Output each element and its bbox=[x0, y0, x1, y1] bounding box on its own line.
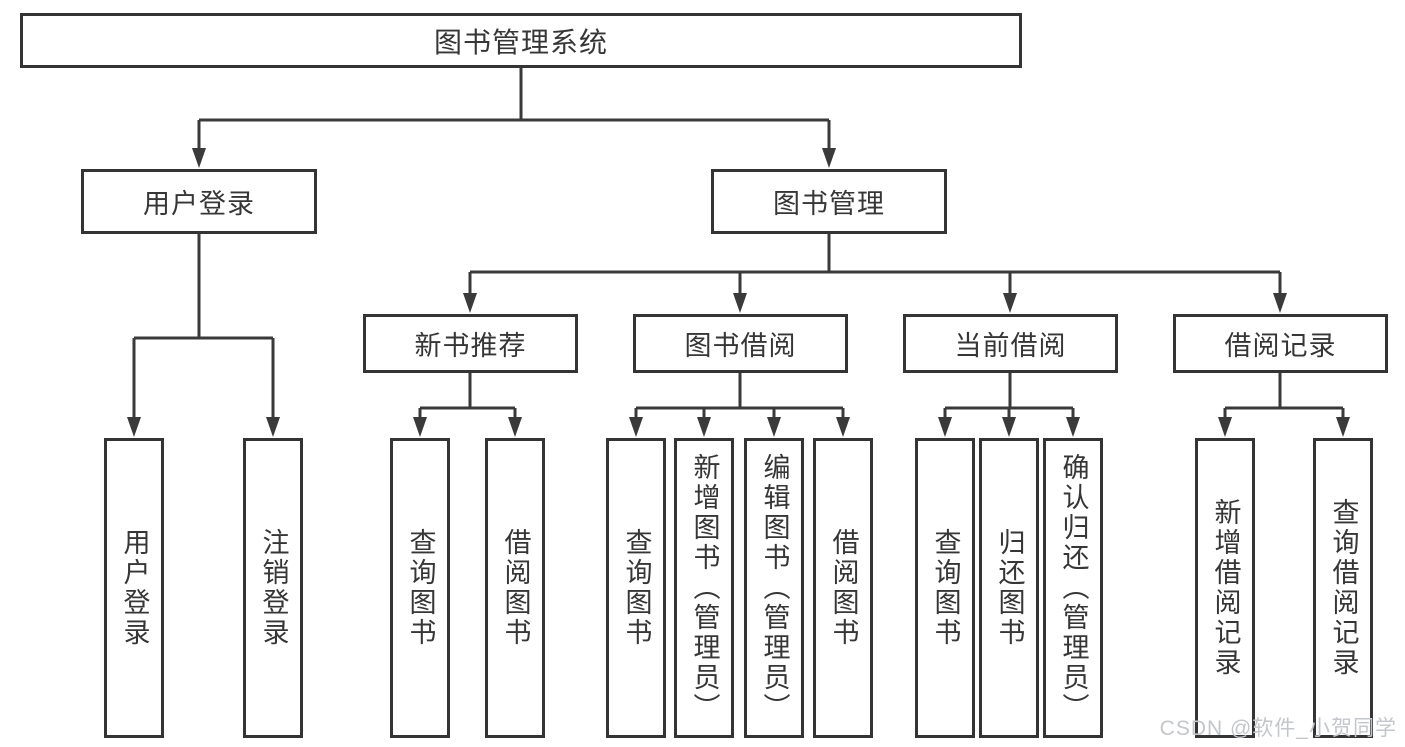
arrow-down-icon bbox=[836, 417, 850, 437]
leaf-user-login-label: 用户登录 bbox=[119, 528, 150, 648]
node-book-borrowing: 图书借阅 bbox=[633, 314, 848, 373]
arrow-down-icon bbox=[1066, 417, 1080, 437]
leaf-br-query-record-label: 查询借阅记录 bbox=[1328, 498, 1359, 678]
leaf-cb-confirm-return-admin: 确认归还（管理员） bbox=[1043, 438, 1103, 738]
arrow-down-icon bbox=[1002, 417, 1016, 437]
arrow-down-icon bbox=[938, 417, 952, 437]
leaf-bb-borrow-books-label: 借阅图书 bbox=[828, 528, 859, 648]
arrow-down-icon bbox=[508, 417, 522, 437]
node-current-borrowing-label: 当前借阅 bbox=[954, 331, 1067, 361]
leaf-user-login: 用户登录 bbox=[104, 438, 164, 738]
leaf-cb-return-books-label: 归还图书 bbox=[994, 528, 1025, 648]
arrow-down-icon bbox=[1218, 417, 1232, 437]
node-book-management: 图书管理 bbox=[711, 169, 947, 234]
leaf-cb-return-books: 归还图书 bbox=[979, 438, 1039, 738]
leaf-bb-add-books-admin: 新增图书（管理员） bbox=[674, 438, 734, 738]
arrow-down-icon bbox=[463, 293, 477, 313]
arrow-down-icon bbox=[629, 417, 643, 437]
leaf-nbr-query-books: 查询图书 bbox=[390, 438, 450, 738]
leaf-nbr-borrow-books-label: 借阅图书 bbox=[500, 528, 531, 648]
leaf-cb-confirm-return-admin-label: 确认归还（管理员） bbox=[1058, 453, 1089, 723]
arrow-down-icon bbox=[1003, 293, 1017, 313]
leaf-bb-query-books-label: 查询图书 bbox=[621, 528, 652, 648]
arrow-down-icon bbox=[1336, 417, 1350, 437]
arrow-down-icon bbox=[822, 148, 836, 168]
arrow-down-icon bbox=[767, 417, 781, 437]
csdn-watermark: CSDN @软件_小贺同学 bbox=[1159, 717, 1397, 740]
leaf-cb-query-books: 查询图书 bbox=[915, 438, 975, 738]
node-borrowing-records: 借阅记录 bbox=[1173, 314, 1388, 373]
arrow-down-icon bbox=[697, 417, 711, 437]
node-user-login: 用户登录 bbox=[81, 169, 317, 234]
leaf-bb-borrow-books: 借阅图书 bbox=[813, 438, 873, 738]
node-root: 图书管理系统 bbox=[20, 13, 1022, 68]
leaf-bb-query-books: 查询图书 bbox=[606, 438, 666, 738]
arrow-down-icon bbox=[413, 417, 427, 437]
leaf-bb-add-books-admin-label: 新增图书（管理员） bbox=[689, 453, 720, 723]
leaf-logout-label: 注销登录 bbox=[258, 528, 289, 648]
node-borrowing-records-label: 借阅记录 bbox=[1224, 331, 1337, 361]
node-book-management-label: 图书管理 bbox=[773, 189, 885, 219]
leaf-logout: 注销登录 bbox=[243, 438, 303, 738]
node-user-login-label: 用户登录 bbox=[143, 189, 255, 219]
node-current-borrowing: 当前借阅 bbox=[903, 314, 1118, 373]
node-new-book-recommend: 新书推荐 bbox=[363, 314, 578, 373]
arrow-down-icon bbox=[192, 148, 206, 168]
leaf-br-query-record: 查询借阅记录 bbox=[1313, 438, 1373, 738]
arrow-down-icon bbox=[127, 417, 141, 437]
leaf-cb-query-books-label: 查询图书 bbox=[930, 528, 961, 648]
arrow-down-icon bbox=[733, 293, 747, 313]
node-book-borrowing-label: 图书借阅 bbox=[684, 331, 797, 361]
leaf-br-add-record-label: 新增借阅记录 bbox=[1210, 498, 1241, 678]
leaf-nbr-borrow-books: 借阅图书 bbox=[485, 438, 545, 738]
node-root-label: 图书管理系统 bbox=[433, 26, 608, 58]
leaf-nbr-query-books-label: 查询图书 bbox=[405, 528, 436, 648]
node-new-book-recommend-label: 新书推荐 bbox=[414, 331, 527, 361]
leaf-br-add-record: 新增借阅记录 bbox=[1195, 438, 1255, 738]
leaf-bb-edit-books-admin-label: 编辑图书（管理员） bbox=[759, 453, 790, 723]
arrow-down-icon bbox=[266, 417, 280, 437]
leaf-bb-edit-books-admin: 编辑图书（管理员） bbox=[744, 438, 804, 738]
arrow-down-icon bbox=[1273, 293, 1287, 313]
